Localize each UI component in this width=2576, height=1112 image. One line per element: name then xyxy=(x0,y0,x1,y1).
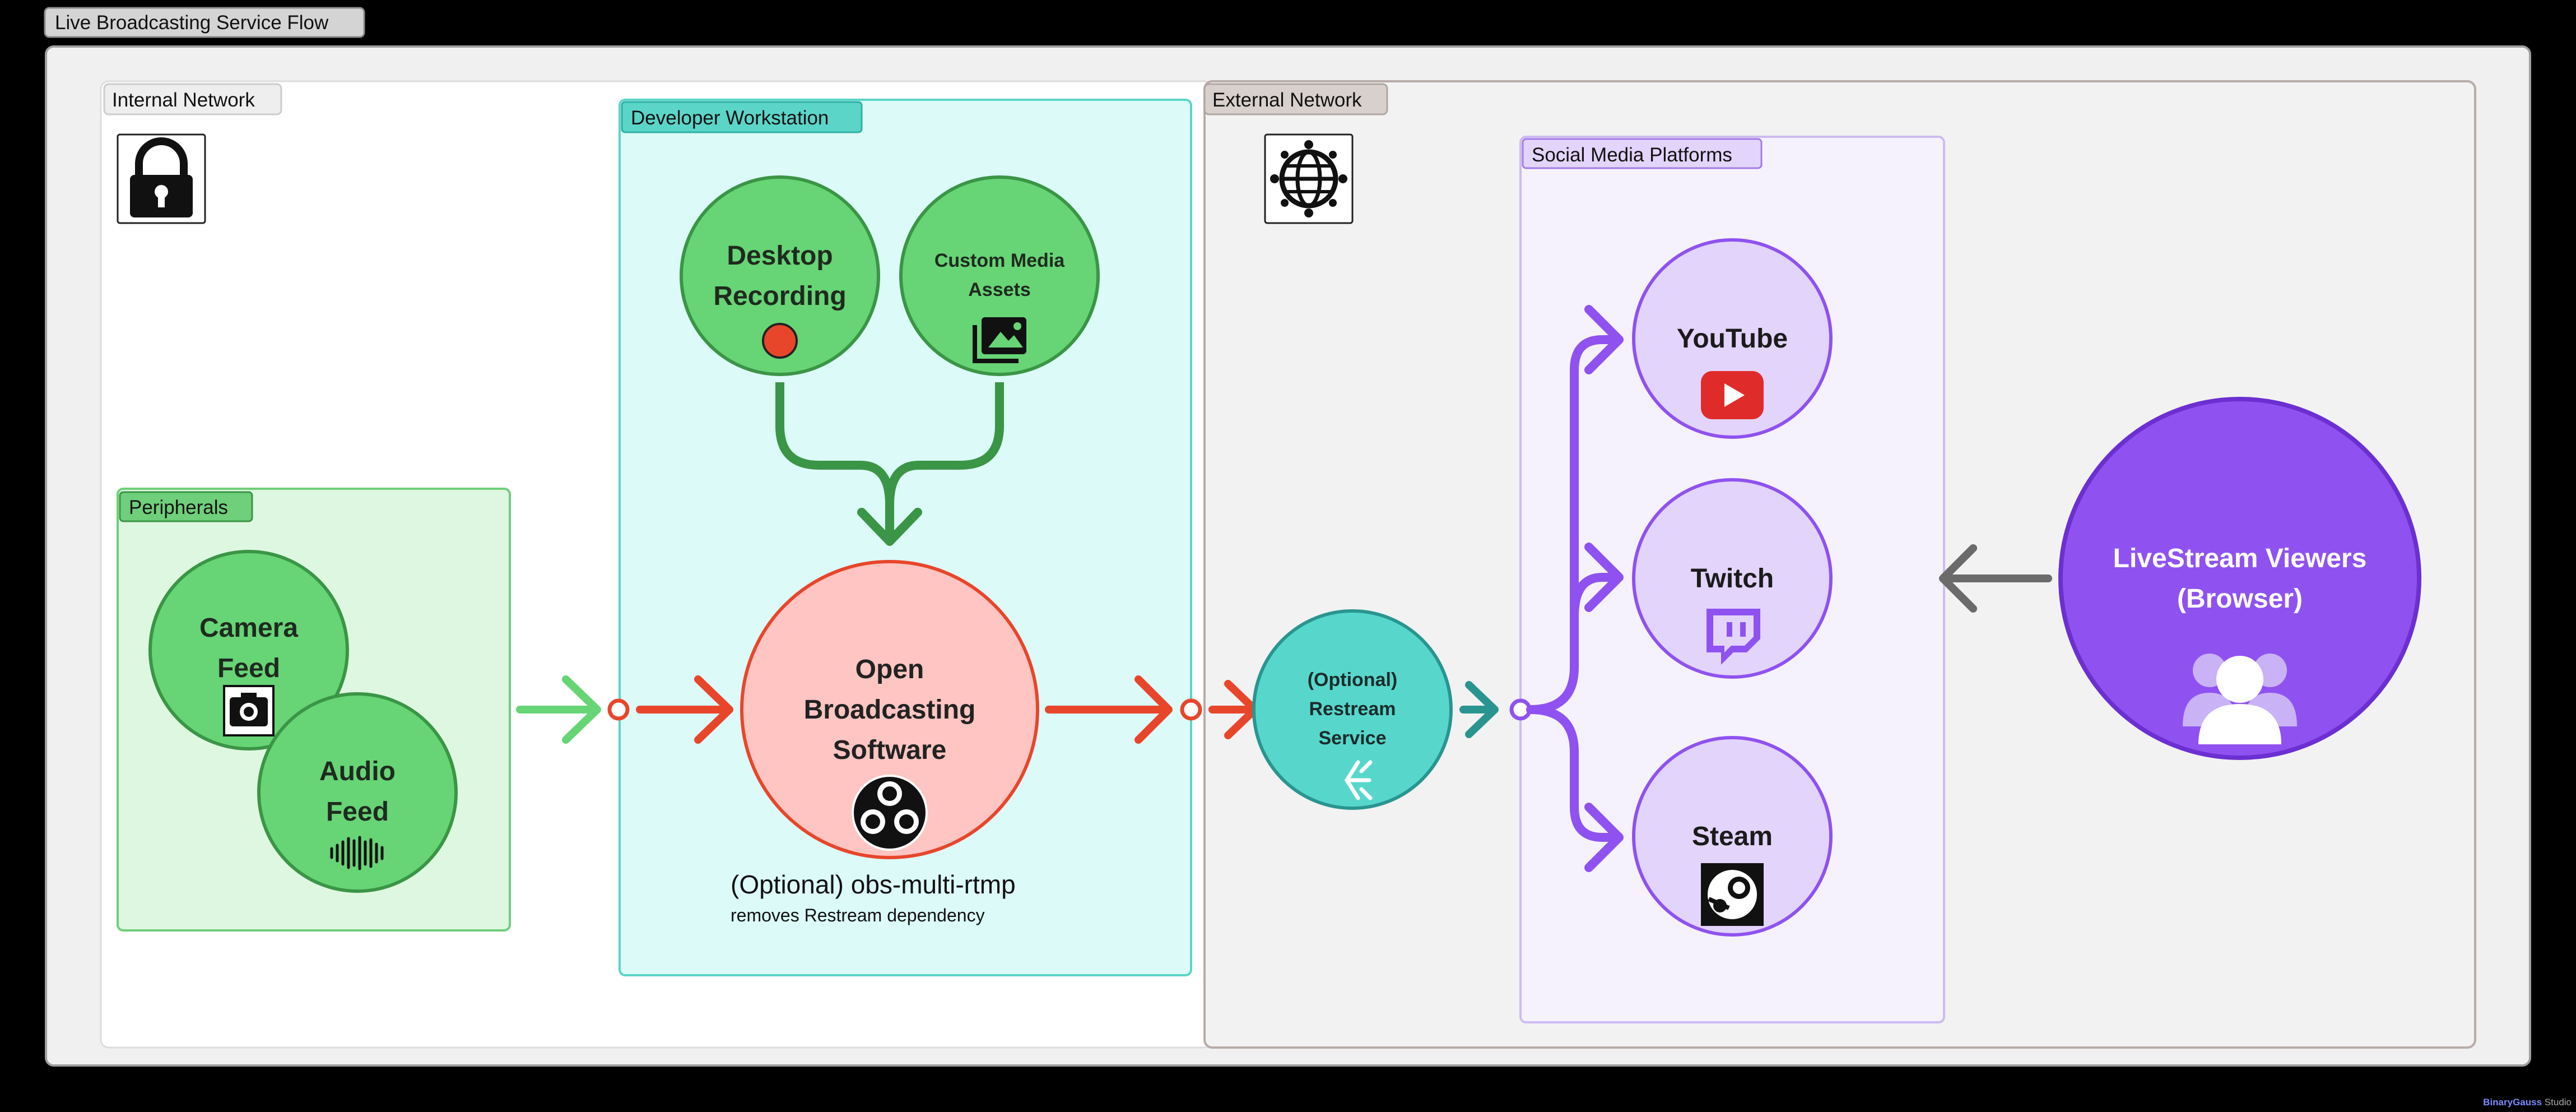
desktop-label-2: Recording xyxy=(713,281,846,311)
lock-icon xyxy=(117,133,206,224)
audio-feed-node[interactable]: Audio Feed xyxy=(257,692,458,893)
media-folder-icon xyxy=(973,317,1026,363)
watermark: BinaryGauss Studio xyxy=(2483,1097,2572,1108)
peripherals-arrowhead xyxy=(562,675,601,744)
obs-logo-icon xyxy=(852,775,928,851)
audio-label-1: Audio xyxy=(319,757,396,786)
viewers-label-1: LiveStream Viewers xyxy=(2113,544,2367,573)
youtube-icon xyxy=(1701,371,1764,419)
twitch-node[interactable]: Twitch xyxy=(1632,478,1833,679)
restream-label-2: Restream xyxy=(1309,698,1396,720)
restream-icon xyxy=(1344,760,1373,800)
internal-network-label: Internal Network xyxy=(112,89,255,111)
desktop-recording-node[interactable]: Desktop Recording xyxy=(680,175,880,376)
steam-label: Steam xyxy=(1692,822,1773,851)
restream-out-arrowhead xyxy=(1465,681,1499,738)
external-network-tag xyxy=(1203,83,1388,115)
livestream-viewers-node[interactable]: LiveStream Viewers (Browser) xyxy=(2058,397,2421,760)
frame-title-tag xyxy=(44,7,365,38)
youtube-label: YouTube xyxy=(1677,324,1788,354)
restream-label-1: (Optional) xyxy=(1308,669,1398,691)
custom-media-node[interactable]: Custom Media Assets xyxy=(899,175,1100,376)
internal-network-tag xyxy=(103,83,282,115)
obs-label-2: Broadcasting xyxy=(804,695,976,725)
obs-label-3: Software xyxy=(833,735,947,765)
social-media-label: Social Media Platforms xyxy=(1532,144,1732,166)
external-port xyxy=(1180,698,1202,721)
twitch-arrowhead xyxy=(1584,543,1624,612)
workstation-port xyxy=(607,698,630,721)
viewers-arrowhead xyxy=(1939,544,1977,613)
external-network-label: External Network xyxy=(1212,89,1362,111)
merge-arrowhead xyxy=(857,508,922,546)
obs-out-arrowhead xyxy=(1134,675,1173,744)
steam-icon xyxy=(1701,863,1764,926)
camera-label-2: Feed xyxy=(217,654,280,683)
youtube-node[interactable]: YouTube xyxy=(1632,238,1833,439)
record-icon xyxy=(762,323,798,359)
users-icon xyxy=(2183,654,2297,744)
developer-workstation-label: Developer Workstation xyxy=(631,107,829,129)
restream-node[interactable]: (Optional) Restream Service xyxy=(1252,609,1453,810)
peripherals-tag xyxy=(119,491,253,522)
audio-wave-icon xyxy=(330,836,384,870)
steam-arrowhead xyxy=(1584,803,1624,872)
obs-node[interactable]: Open Broadcasting Software xyxy=(740,560,1039,859)
obs-note-sub: removes Restream dependency xyxy=(731,905,985,925)
camera-icon xyxy=(223,685,275,736)
media-label-2: Assets xyxy=(968,279,1031,300)
camera-feed-node[interactable]: Camera Feed xyxy=(148,550,349,750)
steam-node[interactable]: Steam xyxy=(1632,736,1833,937)
globe-network-icon xyxy=(1264,133,1354,224)
frame-title: Live Broadcasting Service Flow xyxy=(55,12,329,34)
viewers-label-2: (Browser) xyxy=(2177,584,2303,614)
camera-label-1: Camera xyxy=(199,613,298,643)
twitch-label: Twitch xyxy=(1691,564,1774,594)
merge-connector-right xyxy=(885,382,1004,505)
social-media-tag xyxy=(1522,138,1763,169)
developer-workstation-tag xyxy=(621,101,863,133)
obs-in-arrowhead xyxy=(694,675,733,744)
restream-label-3: Service xyxy=(1319,728,1387,749)
peripherals-label: Peripherals xyxy=(129,497,228,518)
obs-label-1: Open xyxy=(855,655,924,684)
youtube-arrowhead xyxy=(1584,305,1624,374)
twitch-icon xyxy=(1707,609,1760,665)
desktop-label-1: Desktop xyxy=(727,241,833,271)
obs-note-main: (Optional) obs-multi-rtmp xyxy=(731,870,1016,899)
fanout-bracket xyxy=(1526,335,1618,842)
media-label-1: Custom Media xyxy=(934,250,1065,271)
audio-label-2: Feed xyxy=(326,797,389,827)
